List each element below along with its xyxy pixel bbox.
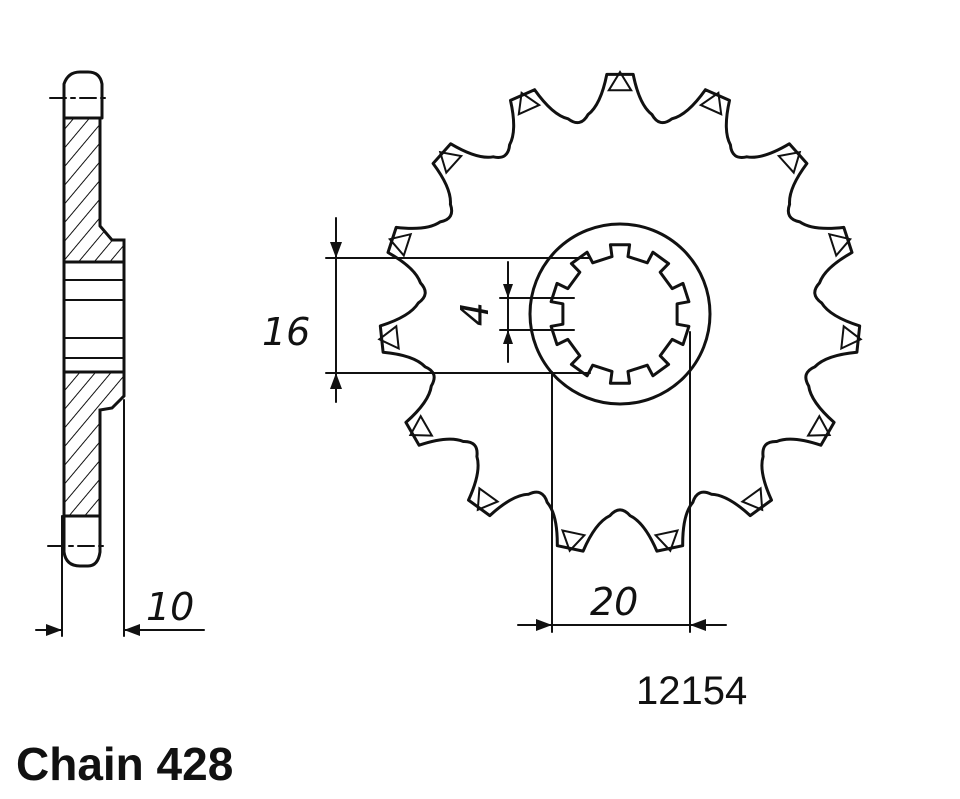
tooth-tip-mark bbox=[827, 232, 853, 258]
hub-outer-circle bbox=[528, 222, 712, 406]
side-view-lower-tooth bbox=[62, 514, 102, 568]
tooth-tip-mark bbox=[377, 324, 400, 351]
side-view-lower-section bbox=[62, 370, 126, 518]
inner-dia-arrow-top bbox=[330, 242, 342, 258]
tooth-tip-mark bbox=[607, 70, 633, 92]
outer-dia-arrow-left bbox=[536, 619, 552, 631]
tooth-tip-mark bbox=[806, 414, 832, 437]
tooth-tip-mark bbox=[776, 150, 802, 175]
part-number: 12154 bbox=[636, 669, 747, 713]
front-view: 16 4 20 bbox=[262, 70, 863, 633]
thickness-arrow-right bbox=[124, 624, 140, 636]
outer-dia-arrow-right bbox=[690, 619, 706, 631]
spline-width-arrow-bottom bbox=[503, 330, 513, 344]
tooth-tip-mark bbox=[476, 486, 500, 512]
side-view-upper-section bbox=[62, 116, 126, 264]
thickness-arrow-left bbox=[46, 624, 62, 636]
tooth-tip-mark bbox=[840, 324, 863, 351]
tooth-tip-mark bbox=[408, 414, 434, 437]
tooth-tip-mark bbox=[653, 529, 680, 553]
side-view-hub bbox=[62, 260, 126, 374]
tooth-tip-mark bbox=[740, 486, 764, 512]
spline-width-dimension: 4 bbox=[453, 302, 497, 326]
chain-size-label: Chain 428 bbox=[16, 738, 233, 790]
outer-spline-diameter-dimension: 20 bbox=[590, 580, 638, 624]
splined-bore bbox=[549, 243, 691, 385]
tooth-tip-mark bbox=[517, 91, 542, 116]
side-view-upper-tooth bbox=[62, 70, 104, 120]
tooth-tip-mark bbox=[698, 91, 723, 116]
inner-dia-arrow-bottom bbox=[330, 373, 342, 389]
thickness-dimension: 10 bbox=[146, 585, 194, 629]
tooth-tip-mark bbox=[438, 150, 464, 175]
tooth-tips bbox=[377, 70, 863, 553]
spline-width-arrow-top bbox=[503, 284, 513, 298]
sprocket-outline bbox=[378, 72, 862, 553]
tooth-tip-mark bbox=[560, 529, 587, 553]
tooth-tip-mark bbox=[387, 232, 413, 258]
inner-diameter-dimension: 16 bbox=[262, 310, 310, 354]
side-view: 10 bbox=[35, 70, 205, 637]
